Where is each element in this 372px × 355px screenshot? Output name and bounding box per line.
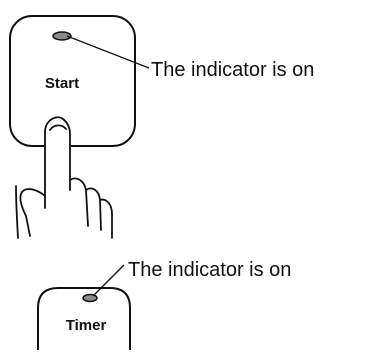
timer-button-frame [37, 287, 131, 350]
timer-callout-leader [92, 264, 125, 297]
timer-button[interactable]: Timer [37, 287, 131, 350]
timer-button-label: Timer [66, 317, 107, 334]
start-button-frame [9, 15, 136, 147]
start-callout-leader [66, 35, 150, 69]
start-callout-text: The indicator is on [151, 59, 314, 81]
timer-callout-text: The indicator is on [128, 259, 291, 281]
pressing-hand-icon [15, 116, 113, 239]
start-button[interactable]: Start [9, 15, 136, 147]
start-button-label: Start [45, 75, 79, 92]
start-indicator-led [52, 31, 72, 41]
timer-indicator-led [82, 293, 98, 303]
